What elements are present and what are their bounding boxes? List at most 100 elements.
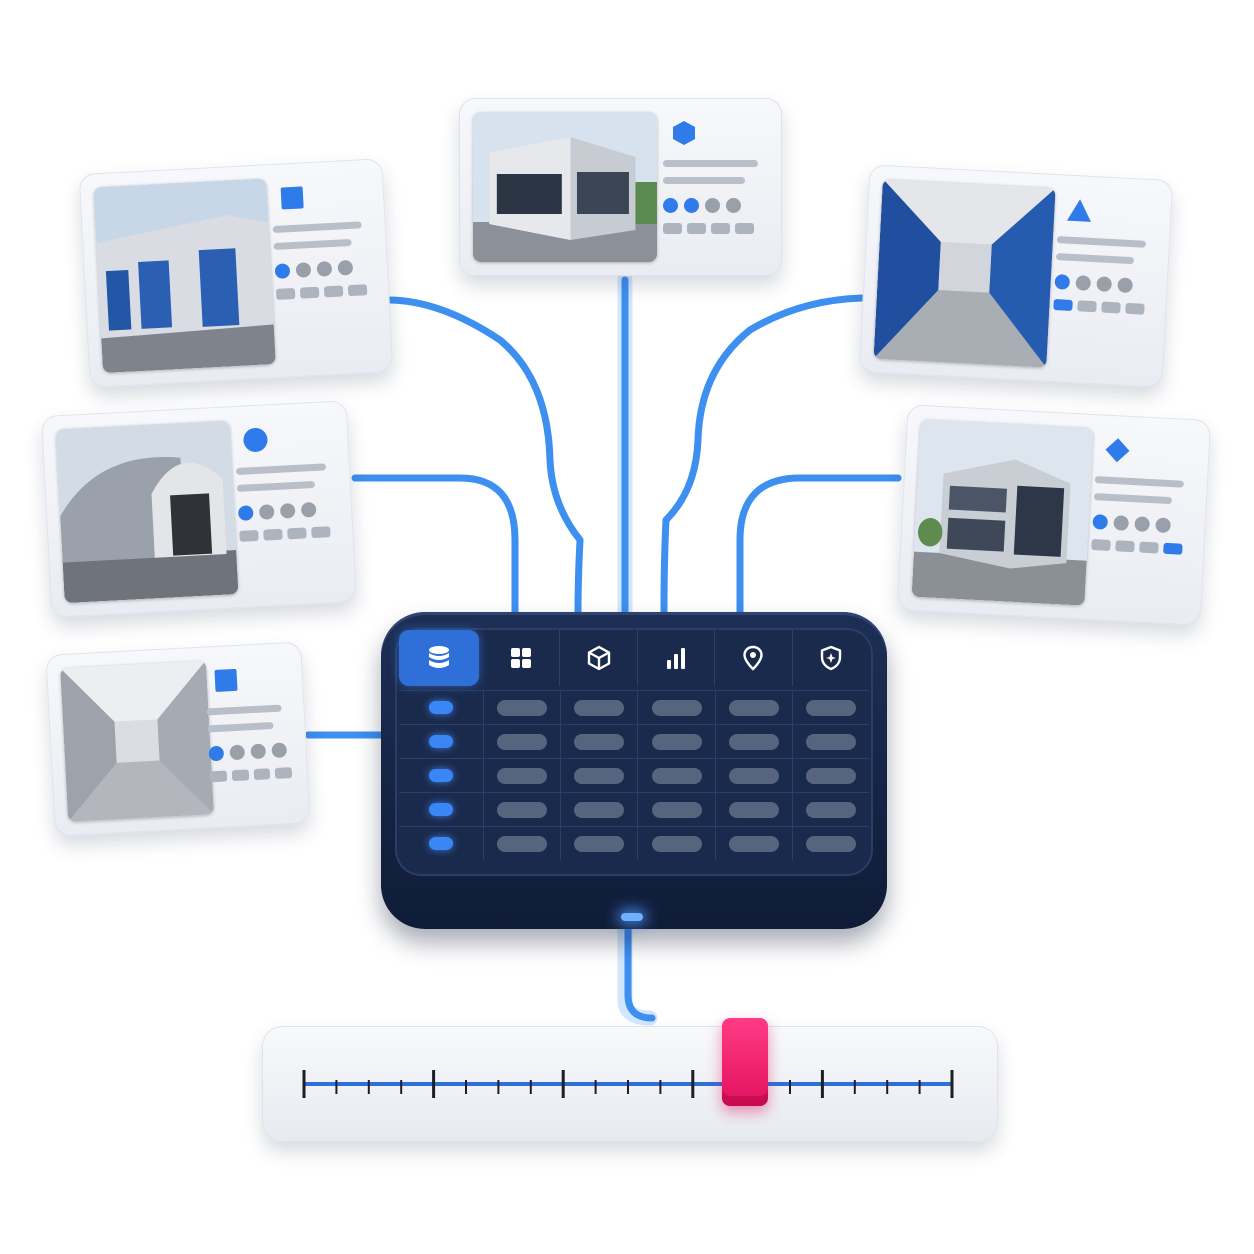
hub-cell [791, 759, 869, 792]
status-pill [239, 529, 259, 542]
hub-cell [637, 759, 714, 792]
tab-bar-chart[interactable] [638, 630, 716, 686]
hub-cell [791, 793, 869, 826]
status-dot [237, 505, 254, 521]
status-pill [686, 223, 706, 234]
triangle-marker-icon [1066, 199, 1091, 222]
hub-cell [483, 691, 560, 724]
property-card-left-bottom[interactable] [45, 641, 311, 837]
status-dot [704, 198, 720, 213]
status-dot [1096, 276, 1112, 292]
row-indicator [399, 837, 483, 850]
placeholder-line [207, 722, 274, 733]
central-data-hub [381, 612, 887, 929]
hub-cell [483, 725, 560, 758]
status-dot [208, 745, 225, 762]
placeholder-line [206, 704, 283, 716]
status-dot [300, 501, 317, 518]
status-pill [253, 768, 271, 781]
status-pill [209, 770, 228, 783]
wire-right-middle [736, 474, 902, 616]
status-pill [734, 223, 754, 234]
hub-row[interactable] [399, 826, 869, 860]
placeholder-line [272, 221, 363, 234]
square-marker-icon [280, 186, 304, 210]
slider-track [302, 1070, 954, 1098]
status-pill [1162, 542, 1183, 555]
hub-cell [714, 691, 792, 724]
status-dot [258, 504, 275, 520]
hub-cell [560, 827, 637, 860]
hub-cell [791, 691, 869, 724]
placeholder-line [1093, 493, 1172, 505]
property-card-left-middle[interactable] [40, 400, 358, 618]
property-card-right-middle[interactable] [896, 404, 1212, 626]
status-dot [683, 198, 699, 213]
placeholder-line [1055, 253, 1134, 265]
photo-modern-office-building [473, 112, 658, 262]
bar-chart-icon [667, 648, 686, 669]
photo-storage-corridor-interior [873, 178, 1056, 368]
hub-data-grid [399, 690, 869, 860]
placeholder-line [662, 177, 746, 184]
status-pill [287, 527, 307, 540]
status-pill [274, 767, 293, 779]
status-dot [662, 198, 678, 213]
circle-marker-icon [243, 427, 268, 452]
hub-cell [714, 793, 792, 826]
status-dot [1092, 514, 1108, 530]
hub-cell [637, 691, 714, 724]
tab-location[interactable] [715, 630, 793, 686]
row-indicator [399, 769, 483, 782]
row-indicator [399, 735, 483, 748]
property-card-top-center[interactable] [459, 98, 782, 276]
tab-cube[interactable] [560, 630, 638, 686]
hub-row[interactable] [399, 758, 869, 792]
hub-cell [637, 793, 714, 826]
property-card-right-top[interactable] [858, 164, 1174, 388]
hub-row[interactable] [399, 690, 869, 724]
tab-grid[interactable] [483, 630, 561, 686]
placeholder-line [273, 238, 352, 251]
status-dot [337, 259, 353, 276]
wire-hub-to-slider [624, 924, 656, 1022]
grid-icon [511, 648, 532, 668]
hub-cell [791, 827, 869, 860]
hub-row[interactable] [399, 724, 869, 758]
photo-storage-units-exterior [93, 178, 277, 374]
square-marker-icon [214, 668, 238, 692]
hub-cell [714, 759, 792, 792]
status-pill [1053, 298, 1073, 311]
status-pill [662, 223, 682, 234]
hub-cell [483, 759, 560, 792]
status-pill [1114, 540, 1135, 553]
wire-right-top [660, 294, 866, 616]
hub-cell [483, 827, 560, 860]
property-card-left-top[interactable] [78, 158, 394, 388]
timeline-slider[interactable] [262, 1018, 998, 1142]
status-dot [1133, 516, 1150, 532]
status-dot [316, 260, 333, 277]
status-dot [1075, 275, 1091, 291]
row-indicator [399, 701, 483, 714]
status-dot [250, 743, 267, 760]
status-dot [271, 742, 288, 759]
hub-output-light [621, 913, 643, 921]
status-dot [725, 198, 741, 213]
hub-tab-bar [399, 630, 869, 686]
hub-cell [637, 725, 714, 758]
placeholder-line [235, 463, 327, 475]
hub-cell [560, 759, 637, 792]
status-pill [231, 769, 249, 782]
status-pill [263, 528, 283, 541]
status-dot [1117, 277, 1133, 294]
tab-database[interactable] [399, 630, 479, 686]
slider-thumb[interactable] [721, 1018, 768, 1106]
hub-row[interactable] [399, 792, 869, 826]
location-pin-icon [743, 645, 764, 671]
photo-glass-office-building [911, 418, 1094, 606]
placeholder-line [1094, 476, 1185, 488]
tab-security[interactable] [793, 630, 869, 686]
status-pill [311, 526, 331, 539]
